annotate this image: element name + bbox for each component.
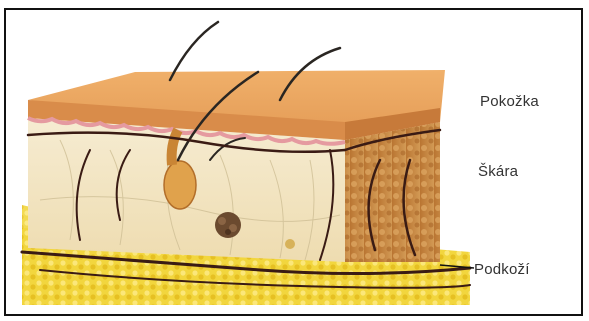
label-epidermis: Pokožka (480, 93, 539, 110)
gland (215, 212, 241, 238)
label-hypodermis: Podkoží (474, 261, 530, 278)
label-dermis: Škára (478, 163, 518, 180)
side-tissue (345, 122, 440, 262)
small-gland (285, 239, 295, 249)
